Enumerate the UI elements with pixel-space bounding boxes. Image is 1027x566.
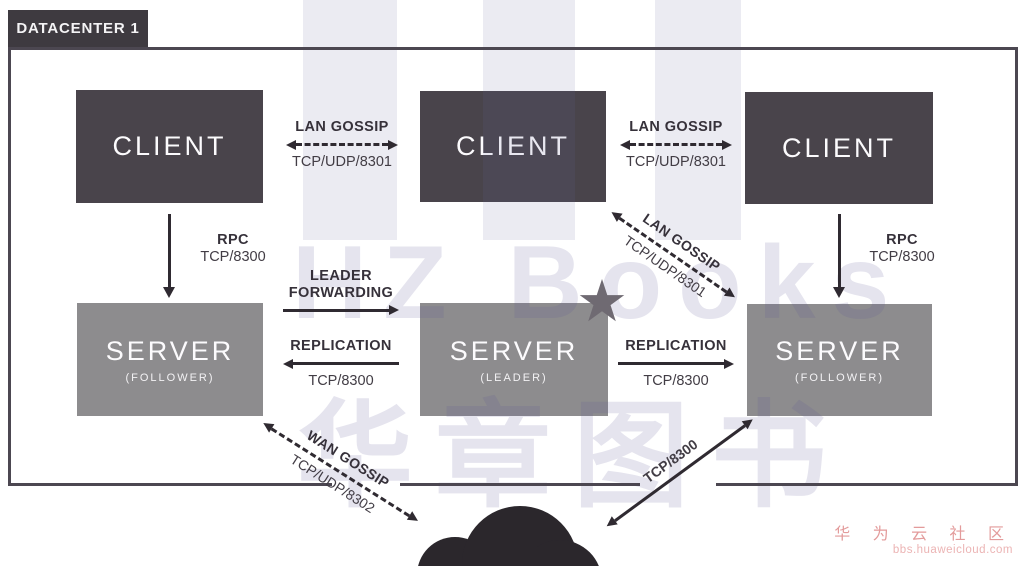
rpc-left-arrow: [163, 214, 175, 298]
arrow-head-down-icon: [163, 287, 175, 298]
footer-site-text: bbs.huaweicloud.com: [892, 544, 1013, 557]
lan-gossip-left-connection: LAN GOSSIP TCP/UDP/8301: [286, 119, 398, 170]
leader-forwarding-label-line2: FORWARDING: [288, 284, 394, 301]
arrow-head-left-icon: [620, 139, 630, 150]
arrow-head-left-icon: [283, 358, 293, 369]
replication-right-connection: REPLICATION TCP/8300: [618, 338, 734, 389]
watermark-bar: [303, 0, 397, 240]
server-node-follower-left: SERVER (FOLLOWER): [77, 303, 263, 416]
frame-right-border: [1015, 47, 1018, 486]
arrow-stem: [167, 214, 171, 287]
watermark-cjk-text: 华章图书: [297, 391, 849, 521]
solid-line: [293, 362, 399, 366]
frame-bottom-border-middle: [400, 483, 640, 486]
watermark-bar: [655, 0, 741, 240]
server-node-follower-right: SERVER (FOLLOWER): [747, 304, 932, 416]
arrow-head-down-icon: [833, 287, 845, 298]
replication-left-port: TCP/8300: [308, 372, 374, 389]
rpc-left-port: TCP/8300: [200, 248, 266, 265]
arrow-head-right-icon: [724, 358, 734, 369]
server-leader-role: (LEADER): [480, 371, 548, 384]
leader-forwarding-label-line1: LEADER: [309, 268, 372, 284]
client-node-center: CLIENT: [420, 91, 606, 202]
footer-watermark: 华 为 云 社 区 bbs.huaweicloud.com: [834, 525, 1013, 556]
rpc-right-arrow: [833, 214, 845, 298]
watermark-latin-text: HZ Books: [292, 225, 906, 341]
replication-right-arrow: [618, 358, 734, 369]
dashed-line: [296, 143, 388, 147]
client-node-right-label: CLIENT: [781, 132, 897, 163]
footer-community-text: 华 为 云 社 区: [834, 526, 1013, 543]
frame-top-border: [8, 47, 1018, 50]
lan-gossip-right-connection: LAN GOSSIP TCP/UDP/8301: [620, 119, 732, 170]
lan-gossip-left-port: TCP/UDP/8301: [292, 153, 392, 170]
arrow-head-right-icon: [388, 139, 398, 150]
watermark-bar: [483, 0, 575, 240]
rpc-right-port: TCP/8300: [869, 248, 935, 265]
rpc-right-label: RPC: [886, 232, 918, 248]
arrow-stem: [837, 214, 841, 287]
arrow-head-right-icon: [389, 305, 399, 316]
rpc-left-label: RPC: [217, 232, 249, 248]
frame-left-border: [8, 47, 11, 486]
replication-right-label: REPLICATION: [625, 338, 727, 354]
replication-left-connection: REPLICATION TCP/8300: [283, 338, 399, 389]
server-follower-left-label: SERVER: [105, 335, 235, 366]
rpc-right-connection: RPC TCP/8300: [869, 232, 934, 265]
lan-gossip-left-label: LAN GOSSIP: [295, 119, 389, 135]
lan-gossip-right-port: TCP/UDP/8301: [626, 153, 726, 170]
lan-gossip-right-label: LAN GOSSIP: [629, 119, 723, 135]
lan-gossip-right-arrow: [620, 139, 732, 150]
frame-bottom-border-left: [8, 483, 332, 486]
rpc-left-connection: RPC TCP/8300: [200, 232, 265, 265]
server-leader-label: SERVER: [449, 335, 579, 366]
arrow-head-right-icon: [722, 139, 732, 150]
leader-star-icon: ★: [576, 267, 628, 335]
server-follower-right-label: SERVER: [775, 336, 904, 366]
server-follower-left-role: (FOLLOWER): [125, 371, 215, 384]
client-node-left-label: CLIENT: [112, 131, 227, 161]
solid-line: [283, 308, 389, 312]
solid-line: [618, 362, 724, 366]
server-follower-right-role: (FOLLOWER): [794, 372, 885, 384]
client-node-center-label: CLIENT: [455, 131, 571, 161]
arrow-head-left-icon: [286, 139, 296, 150]
leader-forwarding-arrow: [283, 305, 399, 316]
leader-forwarding-connection: LEADER FORWARDING: [283, 268, 399, 319]
frame-bottom-border-right: [716, 483, 1018, 486]
server-node-leader: SERVER (LEADER): [420, 303, 608, 416]
replication-left-label: REPLICATION: [290, 338, 392, 354]
dashed-line: [630, 143, 722, 147]
datacenter-label: DATACENTER 1: [16, 20, 140, 37]
datacenter-tab: DATACENTER 1: [8, 10, 148, 47]
replication-right-port: TCP/8300: [643, 372, 709, 389]
client-node-left: CLIENT: [76, 90, 263, 203]
client-node-right: CLIENT: [745, 92, 933, 204]
replication-left-arrow: [283, 358, 399, 369]
lan-gossip-left-arrow: [286, 139, 398, 150]
